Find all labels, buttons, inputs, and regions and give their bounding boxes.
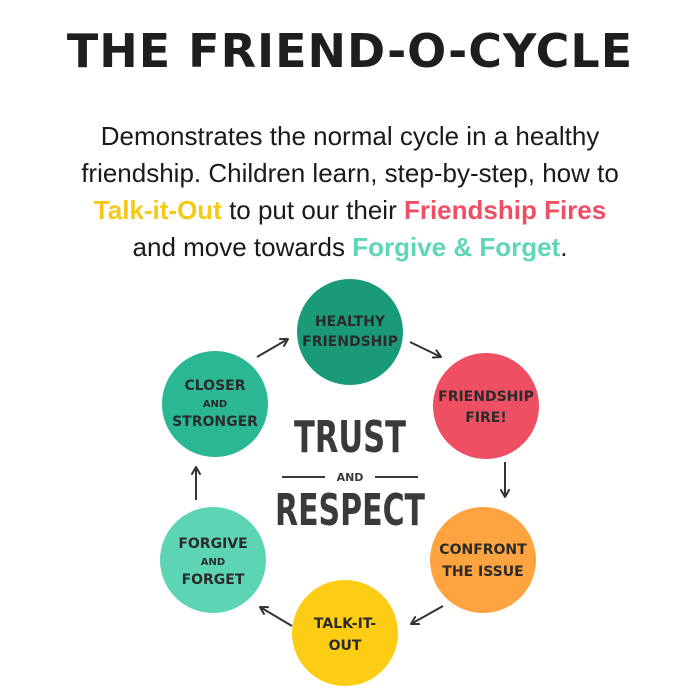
node-label-line-2: FRIENDSHIP (302, 334, 398, 350)
arrow-6-icon (256, 338, 289, 358)
description-line-1: Demonstrates the normal cycle in a healt… (100, 121, 600, 151)
node-label-line-2: FIRE! (465, 410, 507, 426)
node-label-small: AND (203, 399, 227, 410)
arrow-1-icon (409, 341, 442, 359)
arrow-3-icon (410, 605, 444, 626)
node-circle (433, 353, 539, 459)
node-closer-and-stronger: CLOSER AND STRONGER (162, 351, 268, 457)
description-line-4: and move towards Forgive & Forget. (40, 229, 660, 266)
description-line-4-post: . (560, 232, 568, 262)
forgive-forget-highlight: Forgive & Forget (352, 232, 561, 262)
node-healthy-friendship: HEALTHY FRIENDSHIP (297, 279, 403, 385)
node-circle (160, 507, 266, 613)
node-label-line-1: CONFRONT (439, 542, 527, 558)
center-respect: RESPECT (275, 485, 425, 536)
node-label-line-1: FRIENDSHIP (438, 389, 534, 405)
node-circle (292, 580, 398, 686)
arrow-4-icon (259, 606, 293, 627)
node-label-line-1: FORGIVE (178, 536, 247, 552)
node-circle (162, 351, 268, 457)
node-talk-it-out: TALK-IT- OUT (292, 580, 398, 686)
node-label-line-1: CLOSER (184, 378, 245, 394)
node-label-line-2: OUT (329, 638, 362, 654)
talk-it-out-highlight: Talk-it-Out (93, 195, 222, 225)
node-label-line-2: FORGET (182, 572, 245, 588)
description-line-3-mid: to put our their (221, 195, 404, 225)
center-trust: TRUST (294, 412, 406, 463)
friendship-fires-highlight: Friendship Fires (403, 195, 607, 225)
node-label-line-1: TALK-IT- (314, 616, 376, 632)
description-line-3: Talk-it-Out to put our their Friendship … (40, 192, 660, 229)
node-label-line-1: HEALTHY (315, 314, 386, 330)
node-circle (430, 507, 536, 613)
node-friendship-fire: FRIENDSHIP FIRE! (433, 353, 539, 459)
page-title: THE FRIEND-O-CYCLE (66, 24, 634, 78)
description-line-2: friendship. Children learn, step-by-step… (81, 158, 619, 188)
cycle-arrows (191, 338, 510, 627)
center-text: TRUST AND RESPECT (275, 412, 425, 536)
node-forgive-and-forget: FORGIVE AND FORGET (160, 507, 266, 613)
description: Demonstrates the normal cycle in a healt… (40, 118, 660, 266)
center-and: AND (337, 471, 364, 484)
node-label-small: AND (201, 557, 225, 568)
node-label-line-2: THE ISSUE (442, 564, 523, 580)
description-line-4-pre: and move towards (132, 232, 353, 262)
node-circle (297, 279, 403, 385)
node-confront-the-issue: CONFRONT THE ISSUE (430, 507, 536, 613)
node-label-line-2: STRONGER (172, 414, 258, 430)
